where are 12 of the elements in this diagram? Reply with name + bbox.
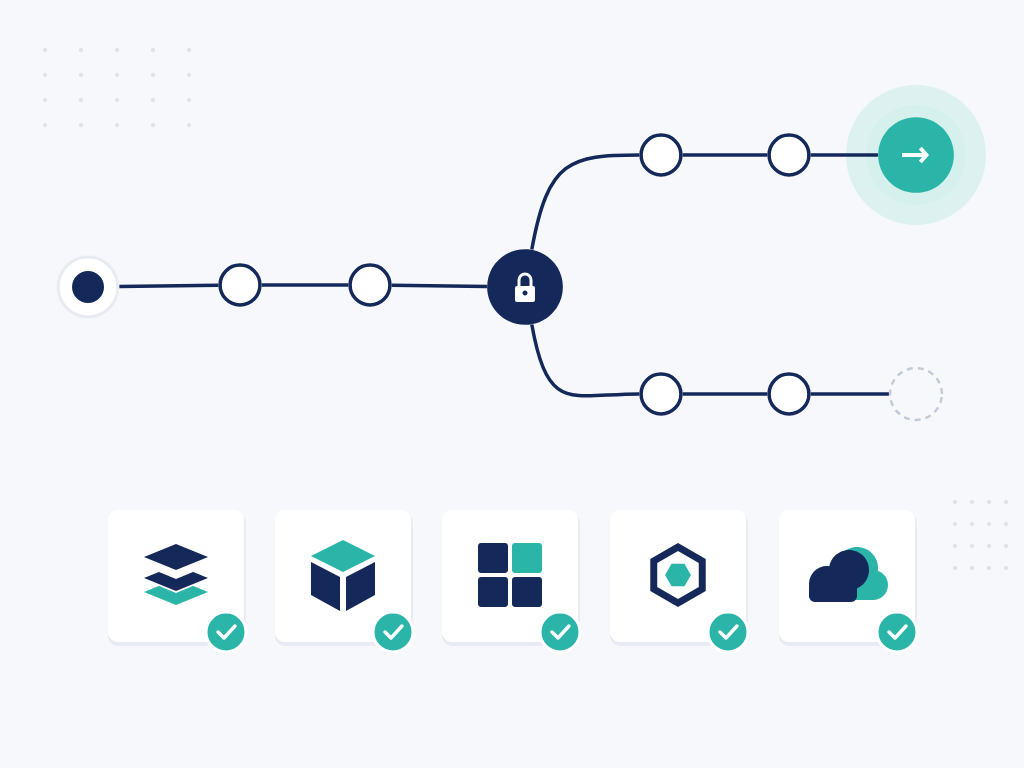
connector-line [682, 392, 768, 396]
connector-line [530, 153, 640, 250]
connector-line [530, 324, 640, 398]
dashed-circle [888, 366, 944, 422]
connector-line [810, 153, 878, 157]
connector-line [261, 283, 349, 287]
connector-line [391, 283, 487, 289]
connector-line [119, 283, 219, 289]
start-node [56, 255, 120, 319]
lock-node [487, 249, 563, 325]
connector-line [810, 392, 889, 396]
connector-line [682, 153, 768, 157]
